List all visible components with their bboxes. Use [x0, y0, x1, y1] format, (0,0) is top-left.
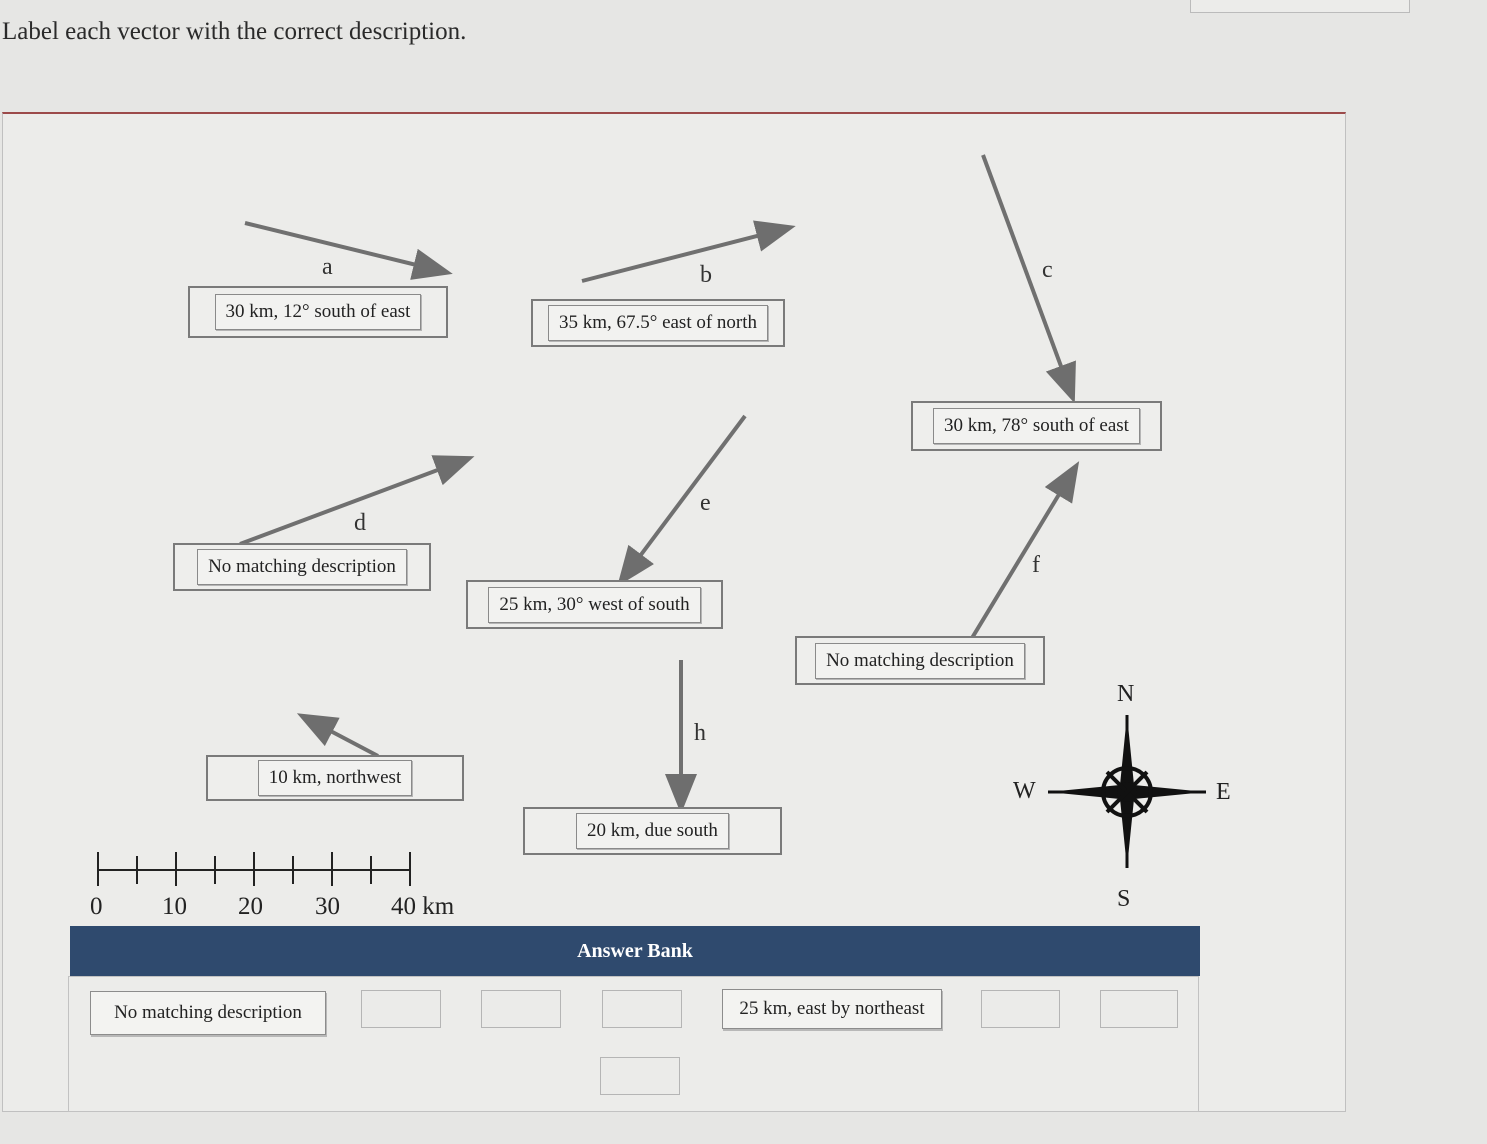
question-title: Label each vector with the correct descr…: [2, 18, 467, 45]
empty-bank-slot: [981, 990, 1060, 1028]
distance-scale-bar: [97, 852, 411, 886]
bank-item-east-by-northeast[interactable]: 25 km, east by northeast: [722, 989, 942, 1029]
answer-chip-d[interactable]: No matching description: [197, 549, 407, 585]
answer-chip-e[interactable]: 25 km, 30° west of south: [488, 586, 701, 623]
answer-chip-g[interactable]: 10 km, northwest: [257, 760, 413, 796]
top-tab: [1190, 0, 1410, 13]
scale-tick-20: 20: [238, 893, 263, 920]
vector-f-arrow: [970, 461, 1080, 640]
vector-e-arrow: [617, 414, 747, 587]
answer-chip-h[interactable]: 20 km, due south: [576, 813, 729, 849]
drop-zone-d[interactable]: No matching description: [173, 543, 431, 591]
answer-chip-f[interactable]: No matching description: [815, 642, 1025, 679]
drop-zone-c[interactable]: 30 km, 78° south of east: [911, 401, 1162, 451]
vector-a-label: a: [322, 254, 333, 280]
drop-zone-b[interactable]: 35 km, 67.5° east of north: [531, 299, 785, 347]
empty-bank-slot: [481, 990, 561, 1028]
vector-h-label: h: [694, 720, 706, 746]
compass-rose-icon: [1048, 715, 1206, 868]
compass-east-label: E: [1216, 779, 1231, 805]
vector-d-arrow: [239, 455, 475, 546]
scale-tick-0: 0: [90, 893, 103, 920]
vector-b-arrow: [581, 220, 796, 283]
empty-bank-slot: [602, 990, 682, 1028]
compass-west-label: W: [1013, 778, 1036, 804]
compass-north-label: N: [1117, 681, 1135, 707]
vector-d-label: d: [354, 510, 366, 536]
vector-f-label: f: [1032, 552, 1040, 578]
drop-zone-a[interactable]: 30 km, 12° south of east: [188, 286, 448, 338]
answer-chip-c[interactable]: 30 km, 78° south of east: [933, 408, 1140, 444]
empty-bank-slot: [361, 990, 441, 1028]
drop-zone-e[interactable]: 25 km, 30° west of south: [466, 580, 723, 629]
vector-c-arrow: [981, 154, 1076, 404]
scale-tick-30: 30: [315, 893, 340, 920]
scale-tick-40: 40 km: [391, 893, 455, 920]
drop-zone-g[interactable]: 10 km, northwest: [206, 755, 464, 801]
vector-b-label: b: [700, 262, 712, 288]
vector-e-label: e: [700, 490, 711, 516]
answer-bank-header: Answer Bank: [70, 926, 1200, 976]
bank-item-no-matching[interactable]: No matching description: [90, 991, 326, 1035]
empty-bank-slot: [1100, 990, 1178, 1028]
empty-bank-slot: [600, 1057, 680, 1095]
answer-chip-b[interactable]: 35 km, 67.5° east of north: [547, 305, 769, 341]
vector-g-arrow: [296, 713, 379, 758]
drop-zone-h[interactable]: 20 km, due south: [523, 807, 782, 855]
answer-chip-a[interactable]: 30 km, 12° south of east: [214, 294, 422, 330]
drop-zone-f[interactable]: No matching description: [795, 636, 1045, 685]
scale-tick-10: 10: [162, 893, 187, 920]
vector-a-arrow: [244, 221, 453, 280]
compass-south-label: S: [1117, 886, 1131, 912]
vector-c-label: c: [1042, 257, 1053, 283]
